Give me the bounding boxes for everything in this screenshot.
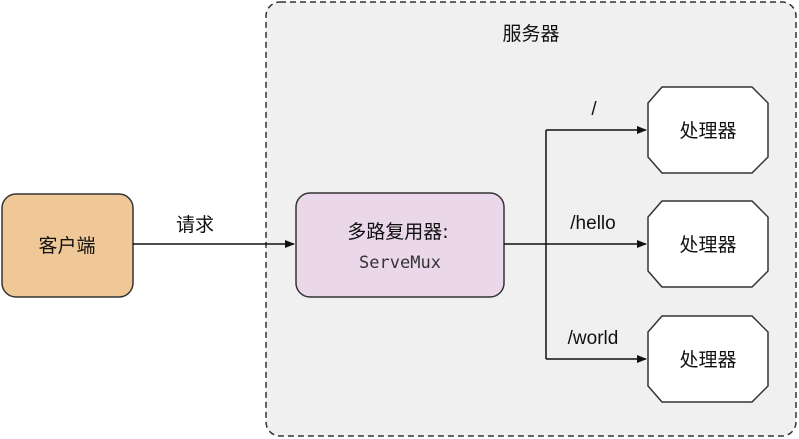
server-title: 服务器 xyxy=(502,23,559,45)
request-label: 请求 xyxy=(176,214,214,236)
mux-node[interactable] xyxy=(295,192,505,298)
handler-node-world[interactable] xyxy=(647,315,769,403)
handler-node-root[interactable] xyxy=(647,86,769,174)
handler-label-world: 处理器 xyxy=(679,349,736,371)
client-node[interactable] xyxy=(1,193,134,298)
route-path-root: / xyxy=(591,99,597,120)
client-label: 客户端 xyxy=(38,235,95,257)
handler-label-hello: 处理器 xyxy=(679,234,736,256)
handler-node-hello[interactable] xyxy=(647,200,769,288)
route-path-world: /world xyxy=(568,328,619,349)
mux-label: 多路复用器: xyxy=(347,221,448,243)
handler-label-root: 处理器 xyxy=(679,120,736,142)
route-path-hello: /hello xyxy=(570,213,615,234)
mux-sublabel: ServeMux xyxy=(359,253,441,273)
